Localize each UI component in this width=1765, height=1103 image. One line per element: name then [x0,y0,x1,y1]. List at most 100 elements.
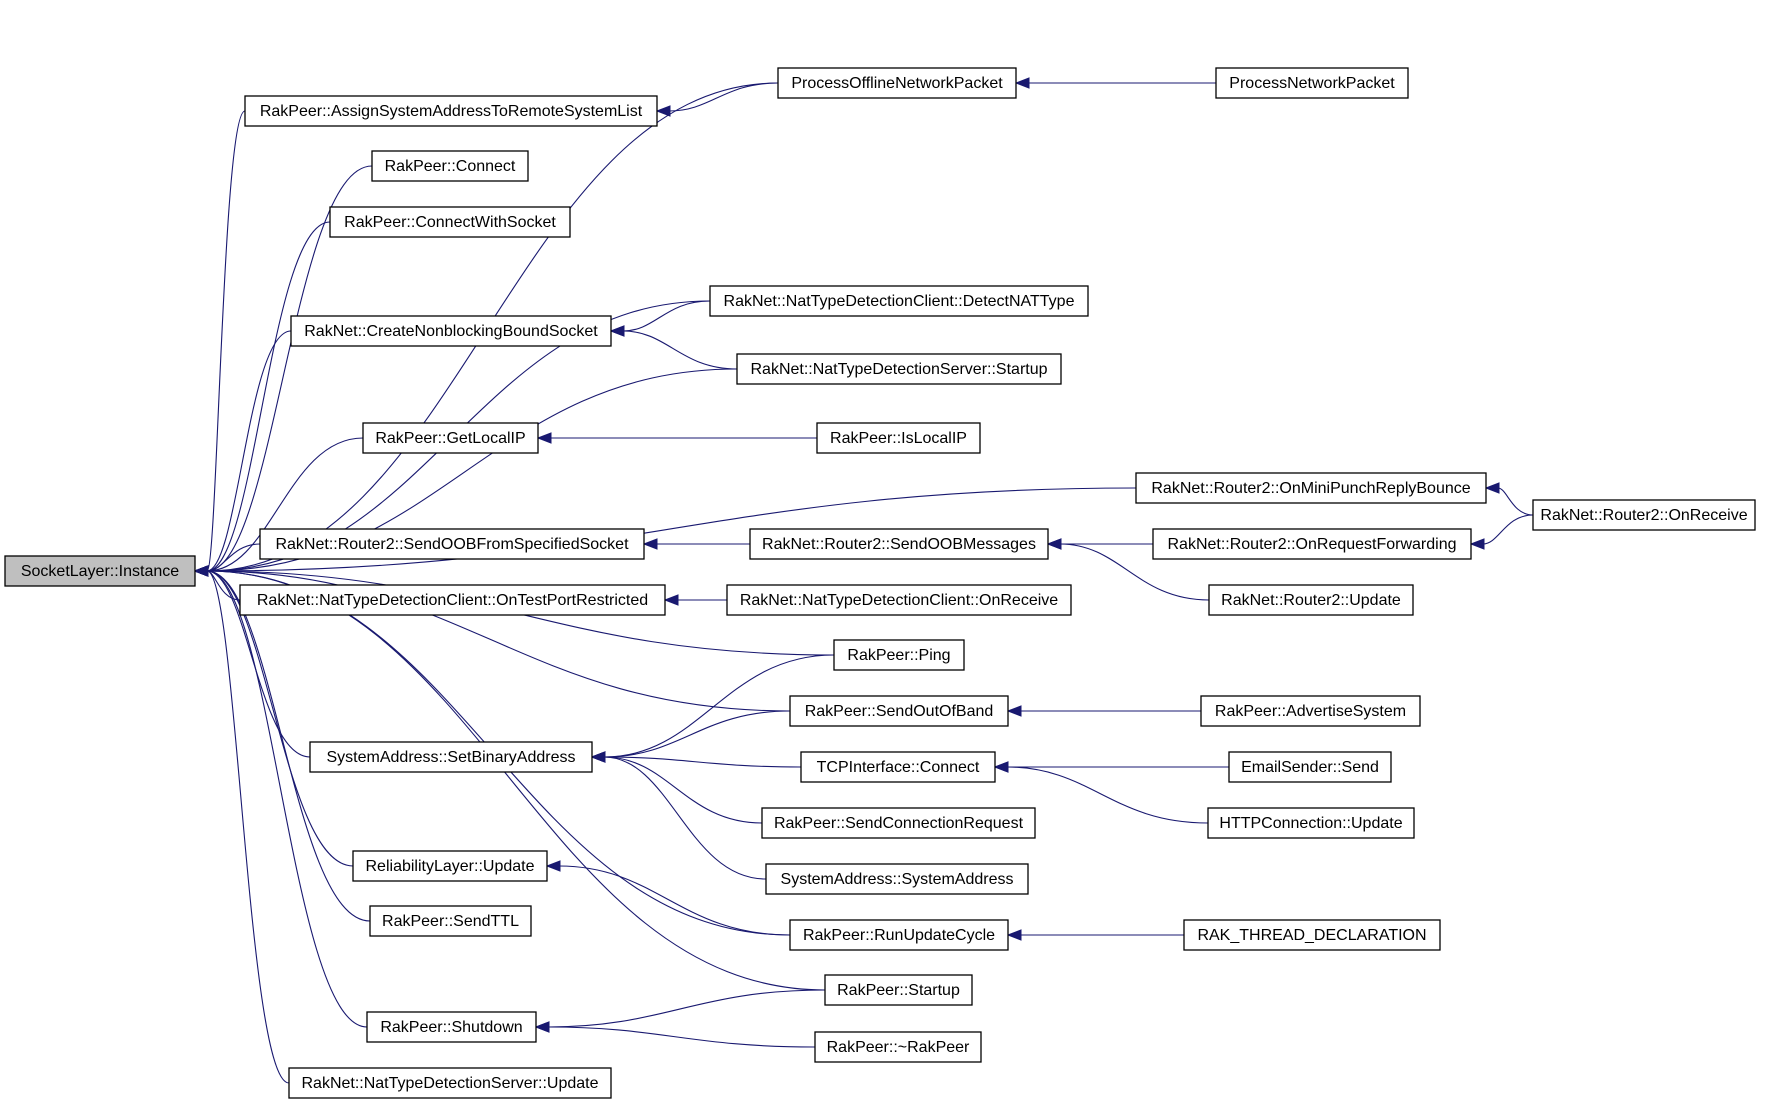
edge-rakpeer-ping-to-sysaddr-setbinary [603,654,835,758]
node-http-update[interactable]: HTTPConnection::Update [1207,807,1415,839]
node-box[interactable] [239,584,666,616]
node-box[interactable] [709,285,1089,317]
node-box[interactable] [777,67,1017,99]
node-router2-sendoob-messages[interactable]: RakNet::Router2::SendOOBMessages [749,528,1049,560]
node-rakpeer-sendoob[interactable]: RakPeer::SendOutOfBand [789,695,1009,727]
edge-router2-onreceive-to-router2-onreqfwd [1482,514,1534,545]
node-router2-sendoob-specified[interactable]: RakNet::Router2::SendOOBFromSpecifiedSoc… [259,528,645,560]
node-box[interactable] [726,584,1072,616]
node-assign-sysaddr[interactable]: RakPeer::AssignSystemAddressToRemoteSyst… [244,95,658,127]
arrowhead-rakpeer-shutdown [534,1021,550,1033]
node-ntds-startup[interactable]: RakNet::NatTypeDetectionServer::Startup [736,353,1062,385]
arrowhead-rakpeer-sendoob [1006,705,1022,717]
node-sysaddr-setbinary[interactable]: SystemAddress::SetBinaryAddress [309,741,593,773]
node-label: ProcessOfflineNetworkPacket [791,75,1003,92]
node-box[interactable] [1207,807,1415,839]
node-rakpeer-advertise[interactable]: RakPeer::AdvertiseSystem [1200,695,1421,727]
node-router2-onreqfwd[interactable]: RakNet::Router2::OnRequestForwarding [1152,528,1472,560]
arrowhead-process-offline [1014,77,1030,89]
node-ntdc-onreceive[interactable]: RakNet::NatTypeDetectionClient::OnReceiv… [726,584,1072,616]
node-label: SystemAddress::SystemAddress [781,871,1014,888]
node-process-network[interactable]: ProcessNetworkPacket [1215,67,1409,99]
node-tcp-connect[interactable]: TCPInterface::Connect [800,751,996,783]
node-box[interactable] [800,751,996,783]
arrowhead-router2-minipunch [1484,482,1500,494]
edge-reliability-update-to-socketlayer-instance [206,570,354,867]
node-sysaddr-ctor[interactable]: SystemAddress::SystemAddress [765,863,1029,895]
node-box[interactable] [309,741,593,773]
node-box[interactable] [290,315,612,347]
node-box[interactable] [789,695,1009,727]
node-box[interactable] [1200,695,1421,727]
node-box[interactable] [362,422,539,454]
arrowhead-router2-sendoob-messages [1046,538,1062,550]
arrowhead-socketlayer-instance [193,565,209,577]
node-router2-update[interactable]: RakNet::Router2::Update [1208,584,1414,616]
node-box[interactable] [244,95,658,127]
arrowhead-create-nonblocking [609,325,625,337]
node-box[interactable] [765,863,1029,895]
node-label: RakPeer::ConnectWithSocket [344,214,556,231]
node-rakpeer-connect[interactable]: RakPeer::Connect [371,150,529,182]
node-box[interactable] [736,353,1062,385]
node-rakpeer-ping[interactable]: RakPeer::Ping [833,639,965,671]
node-box[interactable] [371,150,529,182]
node-box[interactable] [4,555,196,587]
node-box[interactable] [814,1031,982,1063]
edge-rakpeer-connect-to-socketlayer-instance [206,165,373,572]
node-box[interactable] [259,528,645,560]
node-box[interactable] [352,850,548,882]
node-box[interactable] [369,905,532,937]
node-ntds-update[interactable]: RakNet::NatTypeDetectionServer::Update [288,1067,612,1099]
node-rakpeer-startup[interactable]: RakPeer::Startup [824,974,973,1006]
node-email-send[interactable]: EmailSender::Send [1228,751,1392,783]
node-process-offline[interactable]: ProcessOfflineNetworkPacket [777,67,1017,99]
node-box[interactable] [1183,919,1441,951]
node-socketlayer-instance[interactable]: SocketLayer::Instance [4,555,196,587]
node-box[interactable] [749,528,1049,560]
node-get-local-ip[interactable]: RakPeer::GetLocalIP [362,422,539,454]
edge-router2-sendoob-specified-to-socketlayer-instance [206,543,261,572]
node-ntdc-testport[interactable]: RakNet::NatTypeDetectionClient::OnTestPo… [239,584,666,616]
edge-router2-onreceive-to-router2-minipunch [1497,487,1534,516]
node-rakpeer-sendttl[interactable]: RakPeer::SendTTL [369,905,532,937]
node-rak-thread[interactable]: RAK_THREAD_DECLARATION [1183,919,1441,951]
node-connect-with-socket[interactable]: RakPeer::ConnectWithSocket [329,206,571,238]
node-box[interactable] [329,206,571,238]
node-box[interactable] [366,1011,537,1043]
node-label: RakPeer::~RakPeer [827,1039,970,1056]
node-label: RakNet::Router2::SendOOBMessages [762,536,1036,553]
node-rakpeer-dtor[interactable]: RakPeer::~RakPeer [814,1031,982,1063]
node-box[interactable] [1135,472,1487,504]
node-box[interactable] [1208,584,1414,616]
node-box[interactable] [816,422,981,454]
node-ntdc-detect[interactable]: RakNet::NatTypeDetectionClient::DetectNA… [709,285,1089,317]
node-router2-minipunch[interactable]: RakNet::Router2::OnMiniPunchReplyBounce [1135,472,1487,504]
node-label: SocketLayer::Instance [21,563,179,580]
node-send-conn-req[interactable]: RakPeer::SendConnectionRequest [761,807,1036,839]
edge-rakpeer-startup-to-rakpeer-shutdown [547,989,826,1028]
node-label: RakPeer::AdvertiseSystem [1215,703,1406,720]
edge-rakpeer-shutdown-to-socketlayer-instance [206,570,368,1028]
node-box[interactable] [824,974,973,1006]
node-label: RakPeer::GetLocalIP [375,430,525,447]
node-label: RakPeer::AssignSystemAddressToRemoteSyst… [260,103,643,120]
node-label: SystemAddress::SetBinaryAddress [327,749,576,766]
node-box[interactable] [833,639,965,671]
arrowhead-rakpeer-runupdate [1006,929,1022,941]
node-box[interactable] [1228,751,1392,783]
node-box[interactable] [1152,528,1472,560]
arrowhead-sysaddr-setbinary [590,751,606,763]
node-router2-onreceive[interactable]: RakNet::Router2::OnReceive [1532,499,1756,531]
node-box[interactable] [288,1067,612,1099]
node-box[interactable] [1215,67,1409,99]
node-rakpeer-runupdate[interactable]: RakPeer::RunUpdateCycle [789,919,1009,951]
edge-rakpeer-dtor-to-rakpeer-shutdown [547,1026,816,1048]
node-box[interactable] [1532,499,1756,531]
node-rakpeer-shutdown[interactable]: RakPeer::Shutdown [366,1011,537,1043]
node-create-nonblocking[interactable]: RakNet::CreateNonblockingBoundSocket [290,315,612,347]
node-reliability-update[interactable]: ReliabilityLayer::Update [352,850,548,882]
node-box[interactable] [789,919,1009,951]
node-box[interactable] [761,807,1036,839]
node-is-local-ip[interactable]: RakPeer::IsLocalIP [816,422,981,454]
